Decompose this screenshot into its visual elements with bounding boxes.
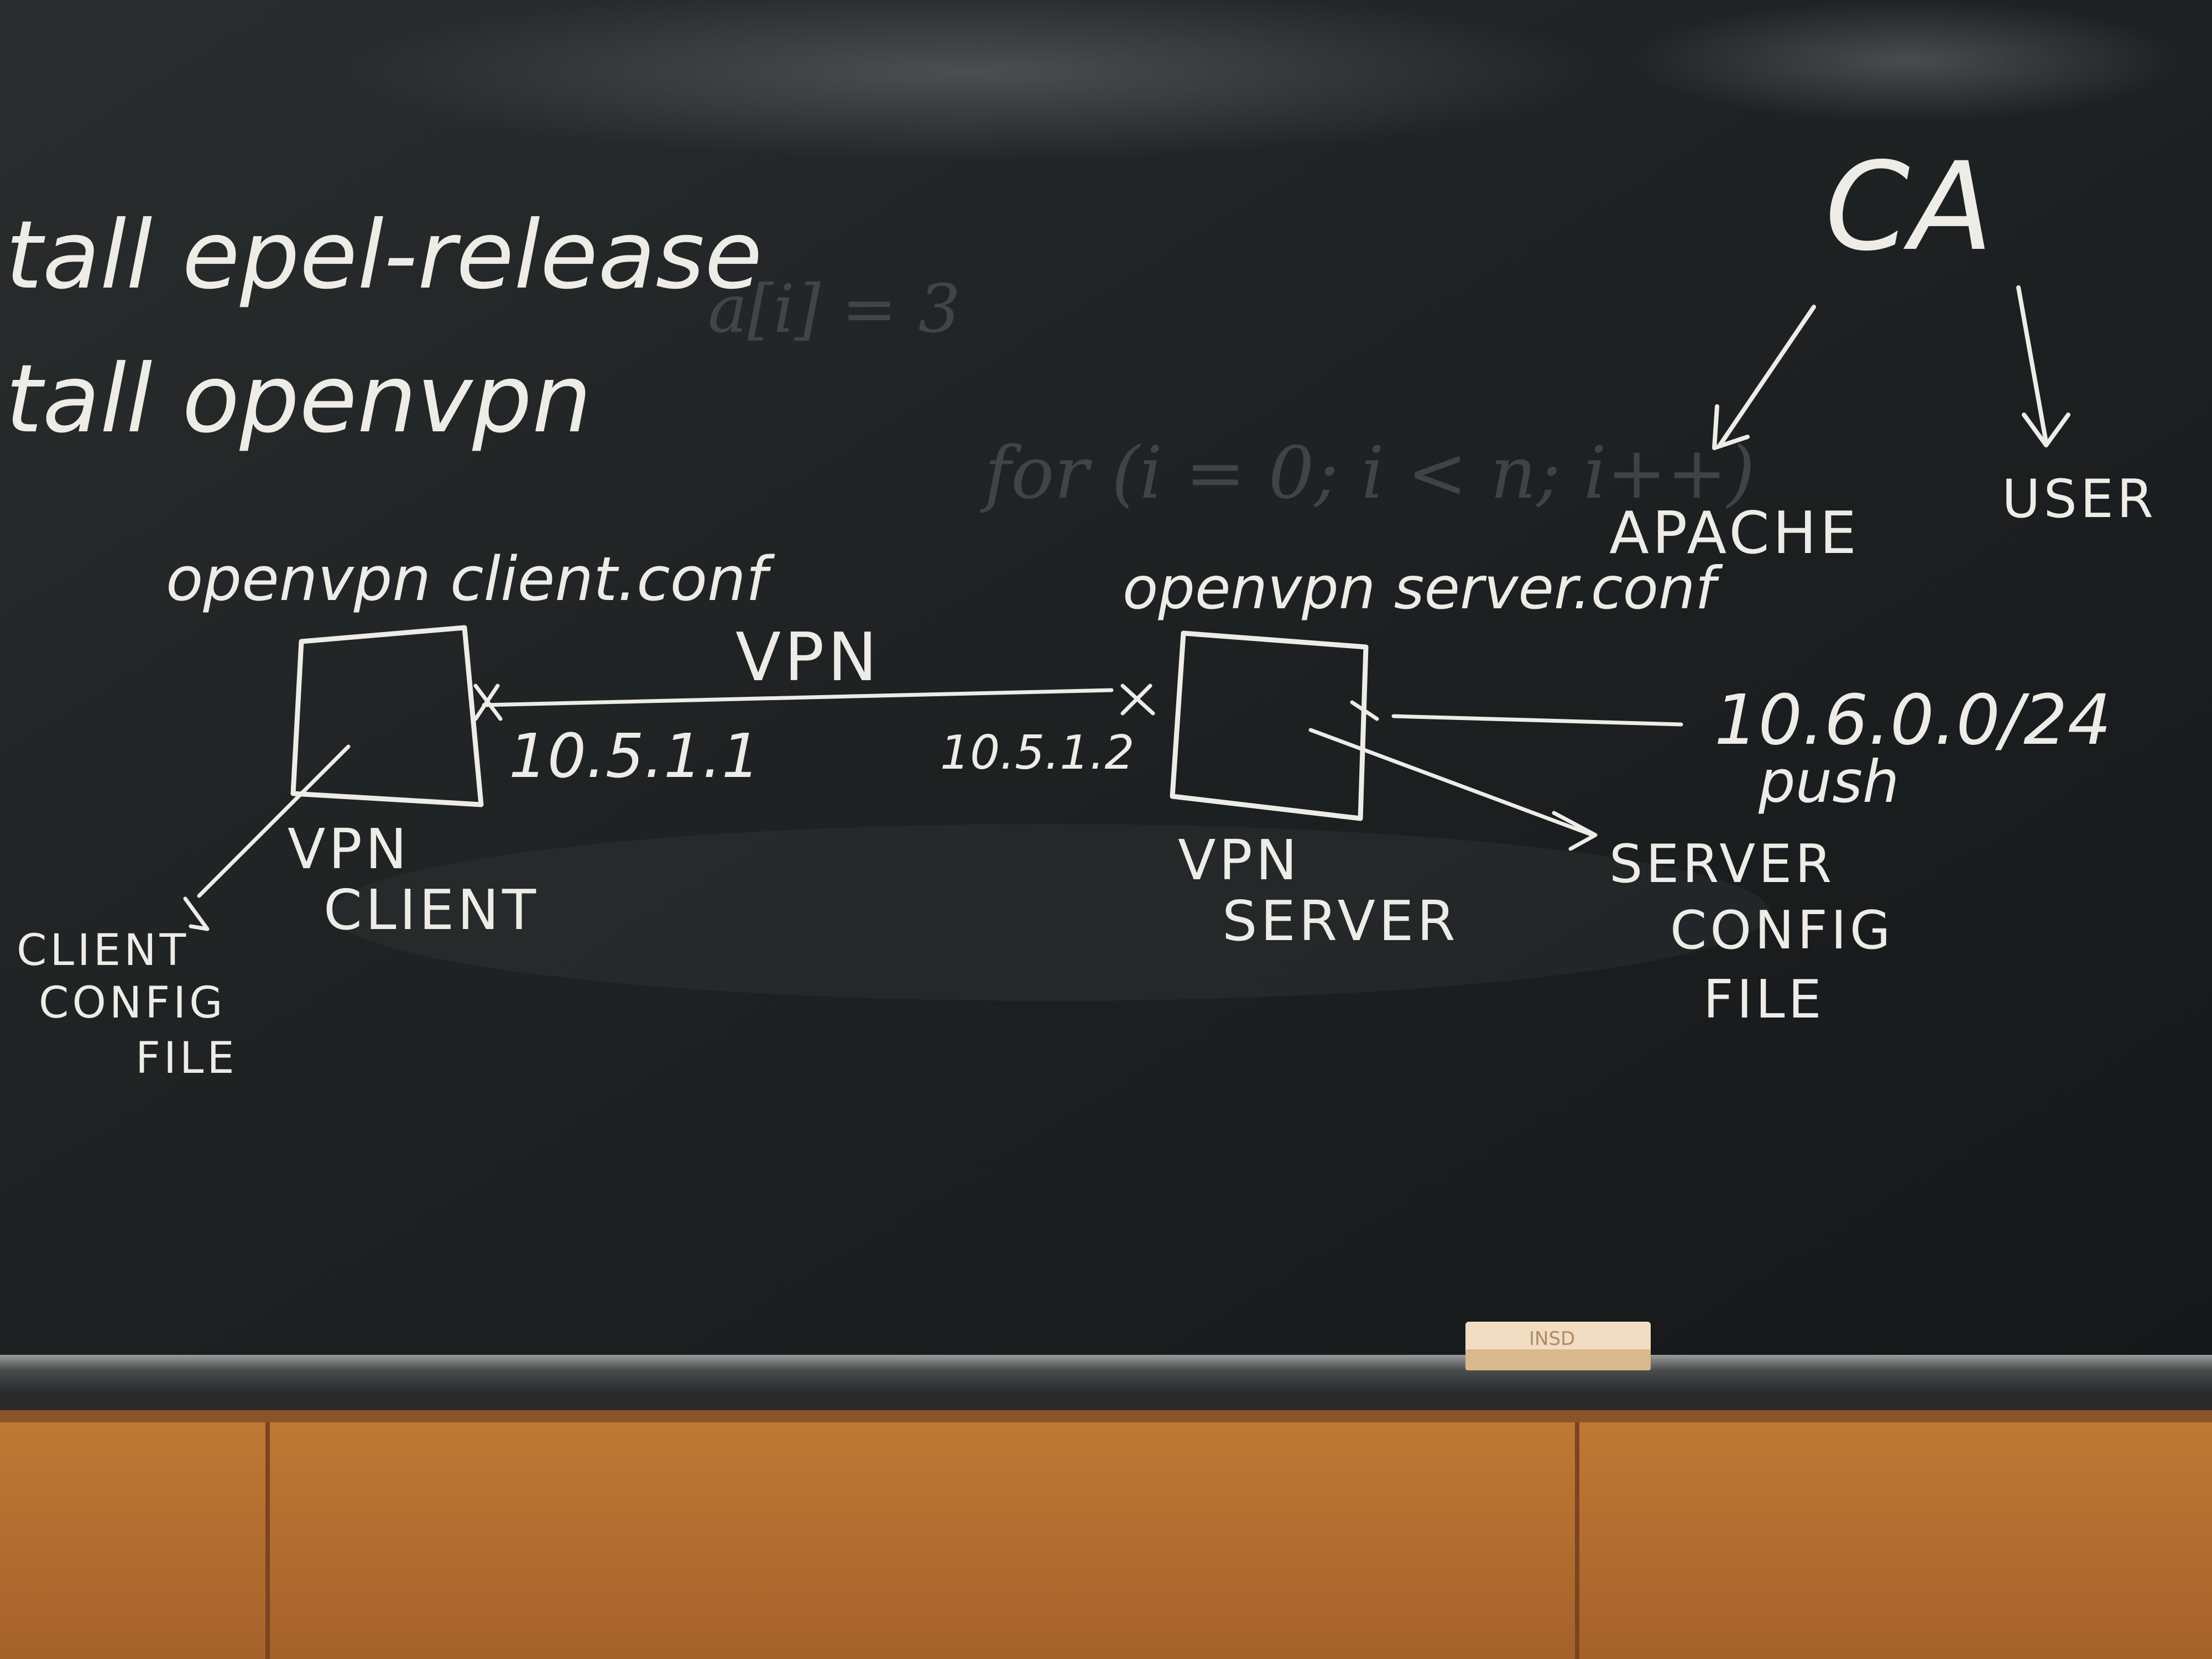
chalk-tray [0, 1355, 2212, 1394]
server-end-mark [1120, 684, 1155, 716]
server-config-file-label: SERVER [1609, 834, 1835, 895]
server-openvpn-label: openvpn server.conf [1123, 555, 1723, 622]
ca-arrowhead-right [2022, 413, 2070, 447]
chalkboard-surface [0, 0, 2212, 1366]
server-node-label: VPN [1178, 828, 1301, 893]
server-ip: 10.5.1.2 [940, 726, 1134, 780]
light-glare [1631, 0, 2184, 122]
client-end-mark [473, 684, 503, 721]
server-box [1170, 630, 1369, 821]
client-node-label: CLIENT [324, 878, 539, 942]
install-openvpn-line: tall openvpn [6, 345, 592, 454]
smudge [332, 824, 1770, 1001]
wood-paneling [0, 1410, 2212, 1659]
client-config-file-label: FILE [135, 1034, 238, 1083]
server-config-arrow [1308, 728, 1595, 837]
tray-shadow [0, 1394, 2212, 1410]
install-epel-line: tall epel-release [6, 201, 763, 310]
server-config-arrowhead [1552, 811, 1598, 851]
push-line [1391, 714, 1683, 727]
server-config-file-label: FILE [1703, 969, 1825, 1030]
server-config-file-label: CONFIG [1670, 900, 1893, 961]
ca-label: CA [1825, 136, 1993, 278]
wood-panel-seam [265, 1421, 270, 1659]
ca-target-apache: APACHE [1609, 499, 1860, 567]
erased-text: a[i] = 3 [708, 271, 961, 348]
client-config-file-label: CONFIG [39, 978, 226, 1028]
eraser: INSD [1465, 1322, 1651, 1370]
pushed-subnet: 10.6.0.0/24 [1714, 680, 2111, 760]
server-node-label: SERVER [1222, 889, 1459, 953]
erased-text: for (i = 0; i < n; i++) [980, 431, 1755, 515]
eraser-brand: INSD [1529, 1328, 1575, 1350]
ca-target-user: USER [2002, 469, 2157, 530]
push-label: push [1758, 748, 1899, 816]
ca-arrow-right [2016, 285, 2048, 445]
client-config-file-label: CLIENT [17, 926, 189, 975]
push-x-mark [1350, 700, 1379, 721]
ca-arrowhead-left [1712, 404, 1750, 450]
wood-panel-top [0, 1410, 2212, 1422]
vpn-link-label: VPN [735, 619, 880, 696]
light-glare [332, 0, 1604, 160]
client-diagonal [197, 744, 351, 898]
vpn-link-line [482, 688, 1114, 707]
client-conf-label: openvpn client.conf [166, 544, 775, 614]
ca-arrow-left [1718, 305, 1816, 447]
client-ip: 10.5.1.1 [509, 721, 760, 791]
client-box [290, 625, 484, 807]
wood-panel-seam [1575, 1421, 1579, 1659]
client-node-label: VPN [288, 817, 410, 881]
client-arrowhead [183, 896, 210, 931]
